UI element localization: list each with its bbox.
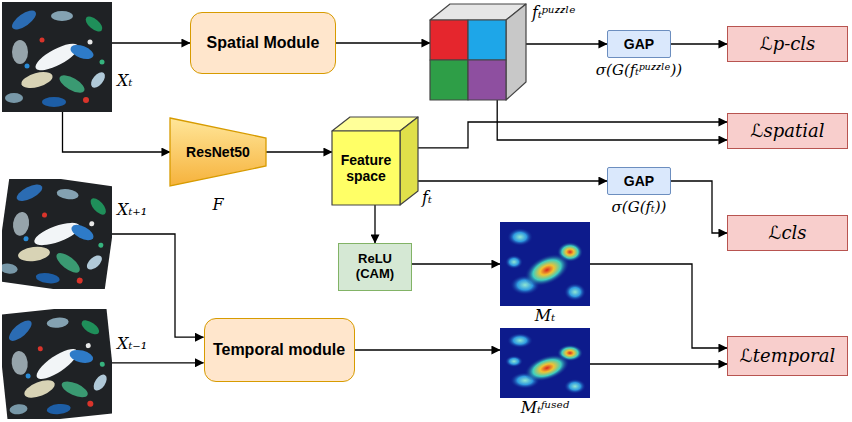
- arrow-connector: [418, 180, 607, 181]
- arrow-connector: [671, 43, 727, 44]
- arrow-connector: [336, 42, 430, 43]
- arrow-connector: [412, 263, 500, 264]
- frame-label: Xₜ₋₁: [117, 335, 147, 353]
- arrow-connector: [63, 112, 171, 152]
- illustration-use: [2, 2, 112, 112]
- arrow-connector: [497, 100, 727, 140]
- module-box: GAPσ(G(fₜᵖᵘᶻᶻˡᵉ)): [607, 30, 671, 58]
- arrow-connector: [374, 205, 375, 243]
- puzzle-patch: [430, 20, 468, 60]
- arrow-connector: [355, 349, 501, 350]
- arrow-connector: [266, 151, 332, 152]
- arrow-connector: [590, 264, 727, 348]
- box-label: GAP: [624, 36, 654, 52]
- cube-face: Feature space: [332, 131, 400, 205]
- frame-label: Xₜ: [117, 72, 132, 90]
- module-box: ReLU (CAM): [338, 243, 412, 291]
- box-label: Spatial Module: [207, 34, 320, 52]
- arrow-connector: [112, 234, 204, 337]
- box-label: Temporal module: [213, 341, 345, 359]
- arrow-connector: [112, 42, 190, 43]
- frame-label: Xₜ₊₁: [117, 201, 147, 219]
- loss-box: ℒspatial: [727, 113, 848, 149]
- frame-label: fₜᵖᵘᶻᶻˡᵉ: [532, 4, 575, 22]
- output-label: σ(G(fₜᵖᵘᶻᶻˡᵉ)): [596, 62, 682, 79]
- illustration-use: [2, 179, 112, 289]
- activation-map: Mₜᶠᵘˢᵉᵈ: [500, 328, 590, 398]
- module-box: Spatial Module: [190, 12, 336, 74]
- heatmap: [500, 328, 590, 398]
- illustration-use: [500, 328, 590, 398]
- arrow-connector: [526, 43, 607, 44]
- backbone-trapezoid: ResNet50F: [170, 118, 266, 186]
- cube-side: [506, 4, 526, 100]
- input-frame: Xₜ₋₁: [2, 309, 112, 419]
- module-box: Temporal module: [204, 318, 355, 382]
- function-label: F: [212, 196, 223, 214]
- cube-front: [332, 131, 400, 205]
- module-box: GAPσ(G(fₜ)): [607, 167, 671, 195]
- heatmap: [500, 222, 590, 306]
- arrow-connector: [671, 181, 727, 233]
- box-label: Feature space: [335, 152, 397, 184]
- input-frame: Xₜ₊₁: [2, 179, 112, 289]
- box-label: ReLU (CAM): [347, 252, 403, 282]
- illustration-use: [2, 309, 112, 419]
- loss-label: ℒcls: [768, 223, 806, 244]
- feature-cube: Feature spacefₜ: [332, 117, 418, 205]
- output-label: σ(G(fₜ)): [612, 199, 667, 216]
- arrow-connector: [590, 363, 727, 364]
- box-label: ResNet50: [186, 144, 250, 160]
- loss-box: ℒtemporal: [727, 336, 848, 376]
- loss-box: ℒp-cls: [727, 26, 848, 62]
- photo: [2, 309, 112, 419]
- feature-cube: fₜᵖᵘᶻᶻˡᵉ: [430, 2, 526, 100]
- cube-shape: [430, 2, 526, 100]
- box-label: GAP: [624, 173, 654, 189]
- activation-map: Mₜ: [500, 222, 590, 306]
- feature-label: fₜ: [422, 189, 432, 207]
- photo: [2, 2, 112, 112]
- arrow-connector: [112, 362, 204, 363]
- puzzle-patch: [468, 60, 506, 100]
- arrow-connector: [418, 122, 727, 148]
- map-label: Mₜ: [535, 307, 555, 325]
- puzzle-patch: [468, 20, 506, 60]
- map-label: Mₜᶠᵘˢᵉᵈ: [521, 399, 569, 417]
- loss-label: ℒp-cls: [760, 34, 816, 55]
- photo: [2, 179, 112, 289]
- trapezoid-outline: [170, 118, 266, 186]
- loss-box: ℒcls: [727, 215, 848, 251]
- cube-side: [400, 117, 418, 205]
- illustration-use: [500, 222, 590, 306]
- input-frame: Xₜ: [2, 2, 112, 112]
- loss-label: ℒspatial: [751, 121, 825, 142]
- puzzle-patch: [430, 60, 468, 100]
- loss-label: ℒtemporal: [740, 346, 835, 367]
